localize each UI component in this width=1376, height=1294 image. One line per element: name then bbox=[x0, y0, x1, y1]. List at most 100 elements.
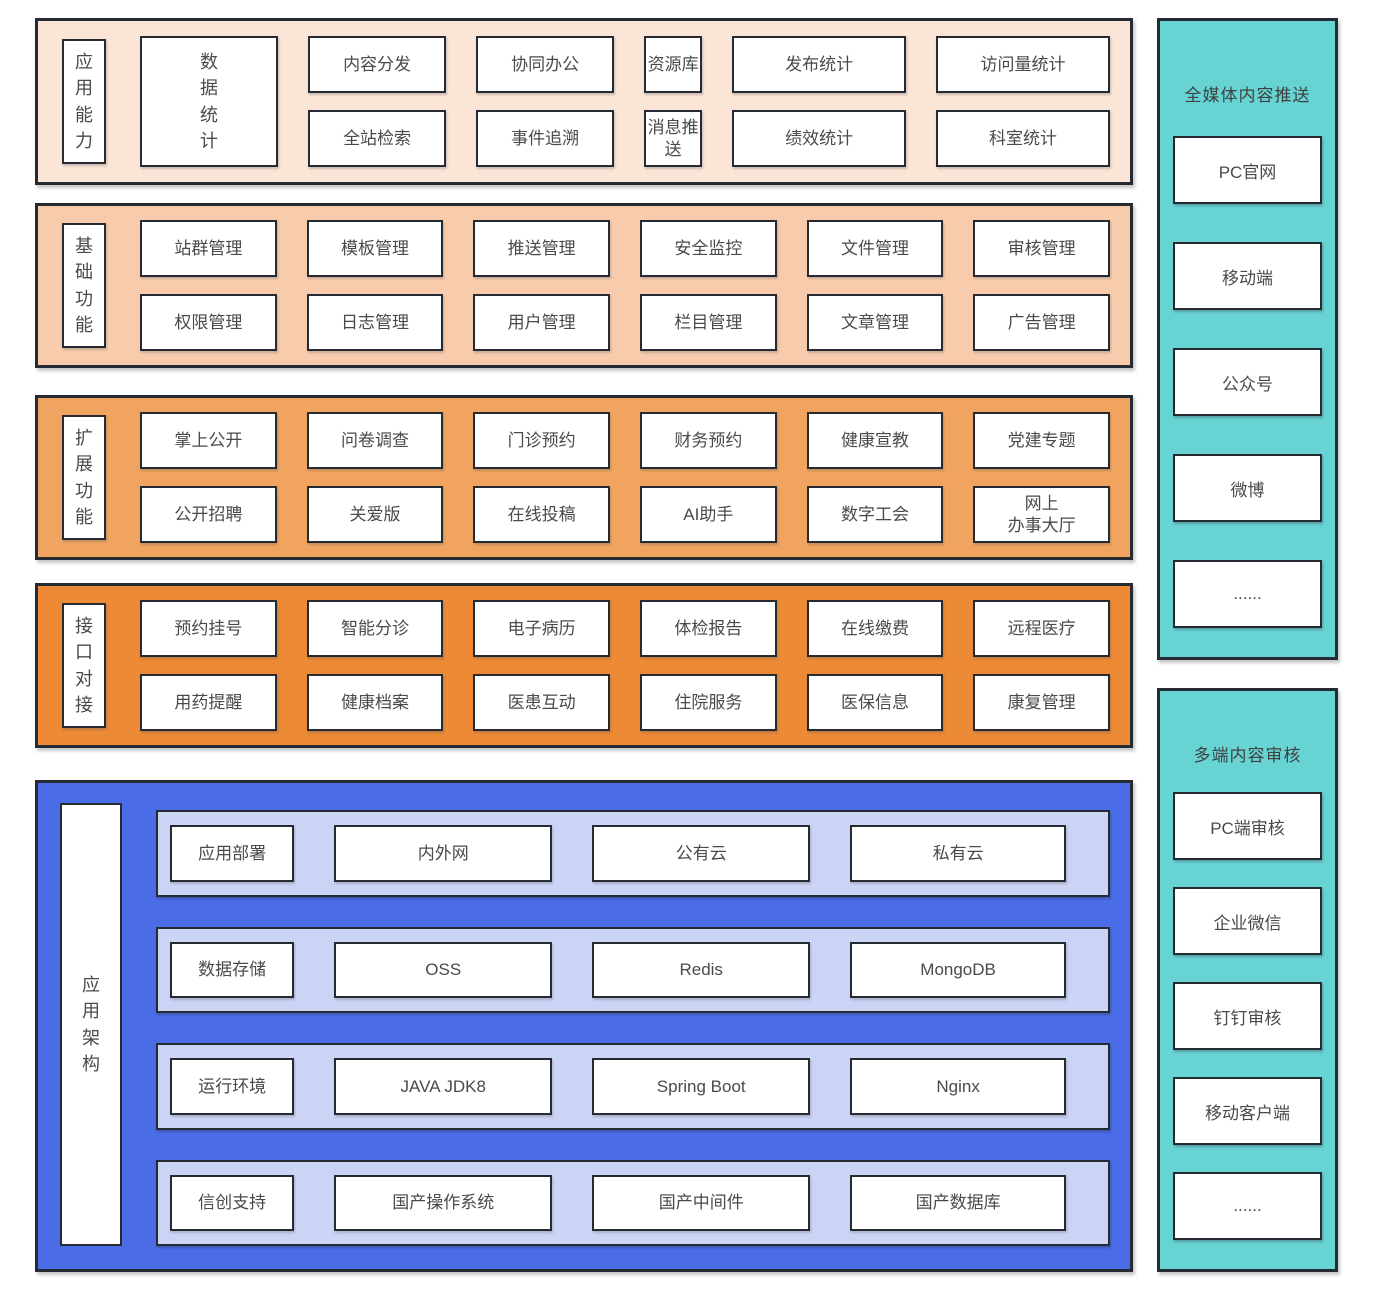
architecture-row-storage: 数据存储 OSS Redis MongoDB bbox=[156, 926, 1110, 1013]
side-panels-column: 全媒体内容推送 PC官网 移动端 公众号 微博 ...... 多端内容审核 PC… bbox=[1157, 18, 1338, 1272]
diagram-box: 数字工会 bbox=[806, 486, 944, 543]
diagram-box: 私有云 bbox=[850, 825, 1066, 882]
diagram-box: 审核管理 bbox=[973, 220, 1110, 277]
diagram-box: 科室统计 bbox=[936, 110, 1110, 167]
diagram-box: 公有云 bbox=[592, 825, 811, 882]
diagram-box: 远程医疗 bbox=[973, 600, 1110, 657]
diagram-box: 住院服务 bbox=[640, 674, 777, 731]
diagram-box: 模板管理 bbox=[306, 220, 444, 277]
diagram-box: 医保信息 bbox=[806, 674, 944, 731]
panel-omnimedia-content-push: 全媒体内容推送 PC官网 移动端 公众号 微博 ...... bbox=[1157, 18, 1338, 660]
diagram-box: 广告管理 bbox=[973, 294, 1110, 351]
diagram-box: 用户管理 bbox=[473, 294, 610, 351]
diagram-box: ...... bbox=[1173, 1172, 1322, 1240]
band-label-text: 应用架构 bbox=[82, 975, 100, 1074]
diagram-box: 绩效统计 bbox=[732, 110, 907, 167]
diagram-box: ...... bbox=[1173, 560, 1322, 628]
diagram-box: 消息推送 bbox=[644, 110, 703, 167]
diagram-box: 安全监控 bbox=[640, 220, 777, 277]
diagram-box: 全站检索 bbox=[308, 110, 447, 167]
diagram-box: 财务预约 bbox=[640, 412, 777, 469]
diagram-box: 访问量统计 bbox=[936, 36, 1110, 93]
diagram-box: 栏目管理 bbox=[640, 294, 777, 351]
diagram-box: PC官网 bbox=[1173, 136, 1322, 204]
panel-items: PC官网 移动端 公众号 微博 ...... bbox=[1173, 136, 1322, 628]
architecture-rows: 应用部署 内外网 公有云 私有云 数据存储 OSS Redis MongoDB … bbox=[156, 810, 1110, 1246]
diagram-box: 内容分发 bbox=[308, 36, 447, 93]
diagram-box-vertical: 数据统计 bbox=[140, 36, 279, 167]
architecture-row-xinchuang: 信创支持 国产操作系统 国产中间件 国产数据库 bbox=[156, 1159, 1110, 1246]
diagram-box: 资源库 bbox=[644, 36, 703, 93]
diagram-box: 国产数据库 bbox=[850, 1174, 1066, 1231]
diagram-box: 事件追溯 bbox=[476, 110, 615, 167]
diagram-box: 预约挂号 bbox=[140, 600, 277, 657]
band-items-grid: 站群管理 模板管理 推送管理 安全监控 文件管理 审核管理 权限管理 日志管理 … bbox=[140, 220, 1110, 351]
band-items-grid: 内容分发 协同办公 资源库 数据统计 发布统计 访问量统计 全站检索 事件追溯 … bbox=[140, 36, 1110, 167]
band-label-interface-integration: 接口对接 bbox=[62, 603, 106, 728]
diagram-box: 权限管理 bbox=[140, 294, 277, 351]
diagram-box: 文章管理 bbox=[806, 294, 944, 351]
diagram-box: 数据存储 bbox=[170, 941, 295, 998]
diagram-box: 医患互动 bbox=[473, 674, 610, 731]
band-label-text: 扩展功能 bbox=[75, 428, 93, 527]
main-bands-column: 应用能力 内容分发 协同办公 资源库 数据统计 发布统计 访问量统计 全站检索 … bbox=[35, 18, 1133, 1272]
architecture-row-deployment: 应用部署 内外网 公有云 私有云 bbox=[156, 810, 1110, 897]
diagram-box: 用药提醒 bbox=[140, 674, 277, 731]
diagram-box: 钉钉审核 bbox=[1173, 982, 1322, 1050]
diagram-box: 推送管理 bbox=[473, 220, 610, 277]
diagram-box: 电子病历 bbox=[473, 600, 610, 657]
diagram-box: 微博 bbox=[1173, 454, 1322, 522]
diagram-box: 健康档案 bbox=[306, 674, 444, 731]
diagram-box: 移动端 bbox=[1173, 242, 1322, 310]
diagram-box: 日志管理 bbox=[306, 294, 444, 351]
band-label-text: 应用能力 bbox=[75, 52, 93, 151]
architecture-row-runtime: 运行环境 JAVA JDK8 Spring Boot Nginx bbox=[156, 1043, 1110, 1130]
panel-multi-terminal-content-audit: 多端内容审核 PC端审核 企业微信 钉钉审核 移动客户端 ...... bbox=[1157, 688, 1338, 1272]
diagram-box: 移动客户端 bbox=[1173, 1077, 1322, 1145]
panel-items: PC端审核 企业微信 钉钉审核 移动客户端 ...... bbox=[1173, 792, 1322, 1240]
diagram-box: 协同办公 bbox=[476, 36, 615, 93]
diagram-box: 康复管理 bbox=[973, 674, 1110, 731]
band-items-grid: 掌上公开 问卷调查 门诊预约 财务预约 健康宣教 党建专题 公开招聘 关爱版 在… bbox=[140, 412, 1110, 543]
band-label-extended-functions: 扩展功能 bbox=[62, 415, 106, 540]
band-application-capability: 应用能力 内容分发 协同办公 资源库 数据统计 发布统计 访问量统计 全站检索 … bbox=[35, 18, 1133, 185]
diagram-box: 企业微信 bbox=[1173, 887, 1322, 955]
diagram-box: 掌上公开 bbox=[140, 412, 277, 469]
diagram-box: AI助手 bbox=[640, 486, 777, 543]
diagram-box: 党建专题 bbox=[973, 412, 1110, 469]
diagram-box: 应用部署 bbox=[170, 825, 295, 882]
diagram-box: 网上 办事大厅 bbox=[973, 486, 1110, 543]
diagram-box: 站群管理 bbox=[140, 220, 277, 277]
band-basic-functions: 基础功能 站群管理 模板管理 推送管理 安全监控 文件管理 审核管理 权限管理 … bbox=[35, 203, 1133, 368]
diagram-box: OSS bbox=[334, 941, 553, 998]
band-label-basic-functions: 基础功能 bbox=[62, 223, 106, 348]
band-label-application-capability: 应用能力 bbox=[62, 39, 106, 164]
diagram-box: PC端审核 bbox=[1173, 792, 1322, 860]
diagram-box: 发布统计 bbox=[732, 36, 907, 93]
diagram-box: 国产中间件 bbox=[592, 1174, 811, 1231]
diagram-box: MongoDB bbox=[850, 941, 1066, 998]
diagram-box: Redis bbox=[592, 941, 811, 998]
diagram-box: 信创支持 bbox=[170, 1174, 295, 1231]
diagram-box: JAVA JDK8 bbox=[334, 1058, 553, 1115]
diagram-box: 内外网 bbox=[334, 825, 553, 882]
diagram-box: 公众号 bbox=[1173, 348, 1322, 416]
diagram-box: 在线投稿 bbox=[473, 486, 610, 543]
diagram-box: 健康宣教 bbox=[806, 412, 944, 469]
diagram-box: 文件管理 bbox=[806, 220, 944, 277]
diagram-box: 国产操作系统 bbox=[334, 1174, 553, 1231]
band-extended-functions: 扩展功能 掌上公开 问卷调查 门诊预约 财务预约 健康宣教 党建专题 公开招聘 … bbox=[35, 395, 1133, 560]
diagram-box: 智能分诊 bbox=[306, 600, 444, 657]
band-items-grid: 预约挂号 智能分诊 电子病历 体检报告 在线缴费 远程医疗 用药提醒 健康档案 … bbox=[140, 600, 1110, 731]
diagram-box: 关爱版 bbox=[306, 486, 444, 543]
diagram-box: 运行环境 bbox=[170, 1058, 295, 1115]
panel-title: 全媒体内容推送 bbox=[1184, 86, 1311, 105]
diagram-box: 体检报告 bbox=[640, 600, 777, 657]
diagram-box: Spring Boot bbox=[592, 1058, 811, 1115]
panel-title: 多端内容审核 bbox=[1193, 746, 1302, 765]
band-label-application-architecture: 应用架构 bbox=[60, 803, 122, 1246]
band-application-architecture: 应用架构 应用部署 内外网 公有云 私有云 数据存储 OSS Redis Mon… bbox=[35, 780, 1133, 1272]
diagram-box: 在线缴费 bbox=[806, 600, 944, 657]
diagram-box: Nginx bbox=[850, 1058, 1066, 1115]
